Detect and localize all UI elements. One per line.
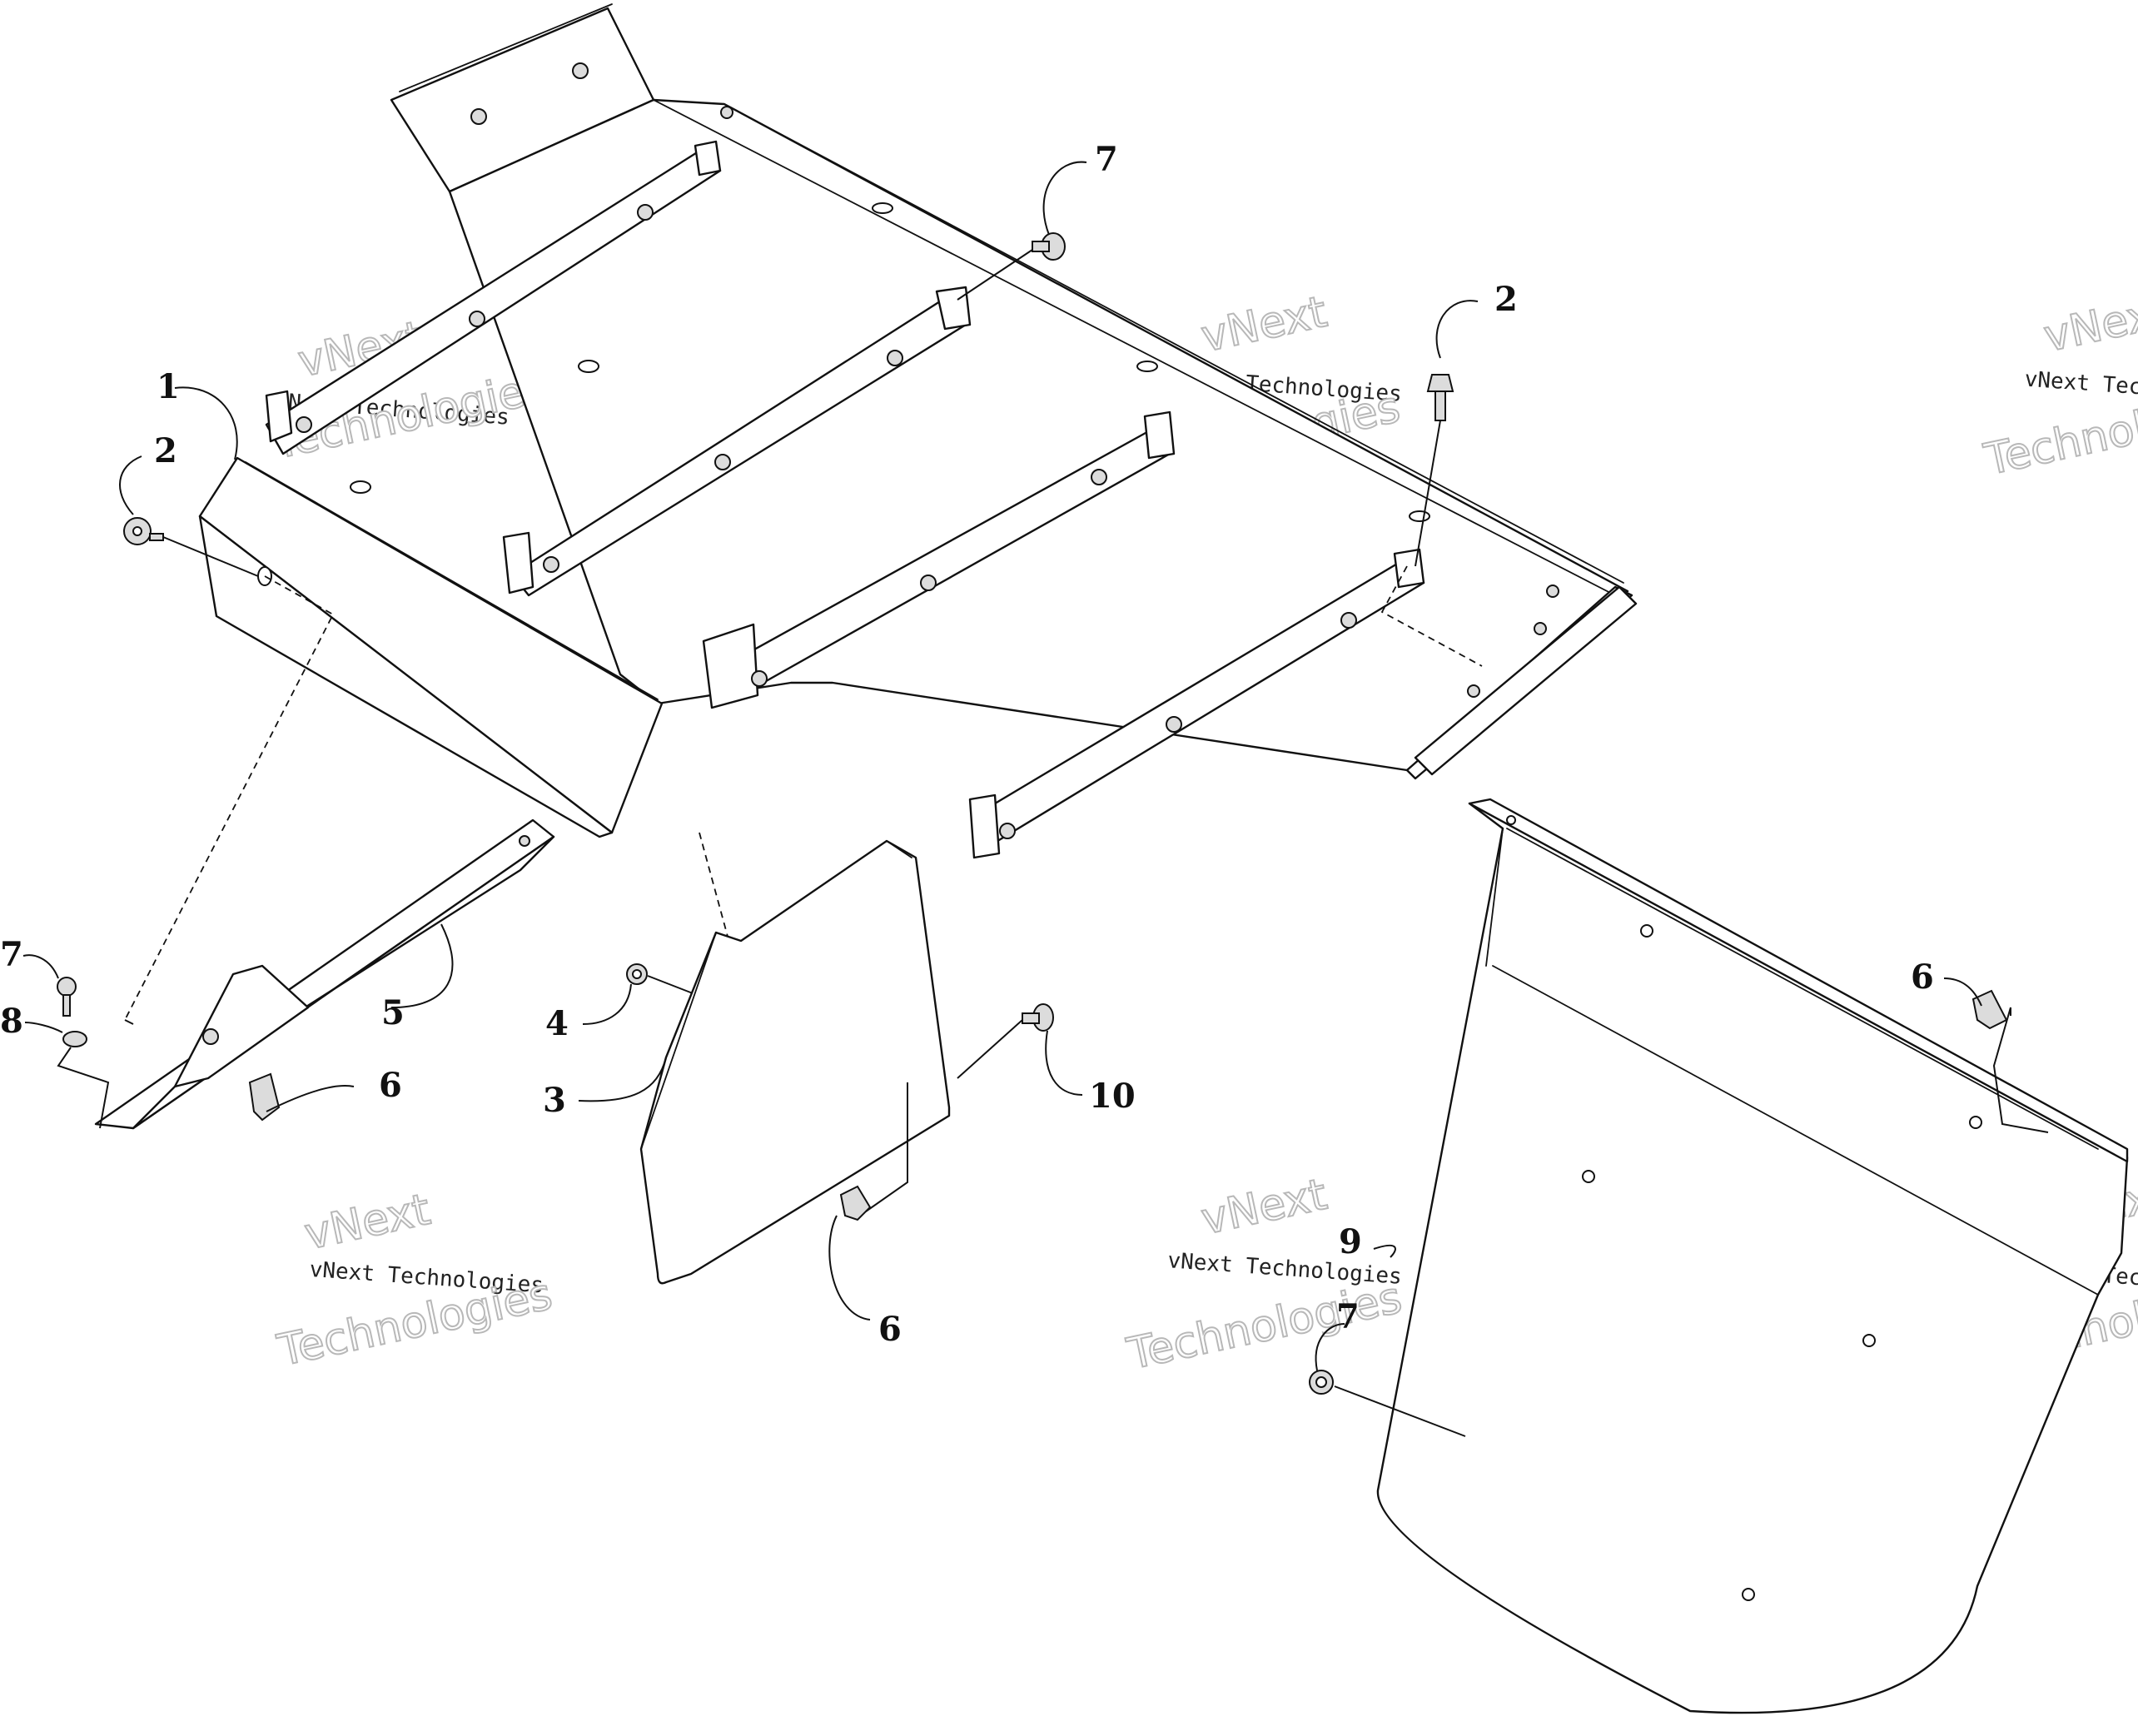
panel-3-body [639, 839, 951, 1285]
flap-9-top-lip [1468, 798, 2129, 1163]
bolt-7-right [1309, 1323, 1466, 1437]
watermark-text: vNext Technologies [2024, 367, 2138, 409]
watermark-vnext: vNext [1197, 287, 1331, 362]
watermark-vnext: vNext [301, 1185, 435, 1260]
watermark-vnext: vNext [2040, 287, 2138, 362]
callout-1: 1 [157, 367, 180, 406]
mud-flap-9 [1376, 798, 2129, 1714]
front-bracket [1414, 584, 1638, 776]
watermark-4: vNext vNext Technologies Technologies [272, 1184, 557, 1377]
cross-member-1 [265, 140, 722, 455]
flap-9-body [1376, 802, 2129, 1714]
callout-2-right: 2 [1494, 280, 1518, 319]
callout-10: 10 [1089, 1077, 1136, 1116]
bolt-4 [582, 963, 709, 1025]
callout-5: 5 [381, 993, 405, 1032]
bolt-7-top [957, 161, 1087, 301]
callout-6-center: 6 [878, 1310, 902, 1349]
callout-4: 4 [545, 1004, 569, 1043]
callout-2-left: 2 [154, 431, 177, 470]
side-bracket-5 [94, 818, 555, 1130]
cross-member-2 [502, 286, 972, 597]
bolt-2-right [1415, 300, 1479, 567]
dash-5 [124, 575, 335, 1021]
side-panel-3 [578, 839, 951, 1321]
bolt-7-left [22, 954, 77, 1017]
callout-6-left: 6 [379, 1066, 402, 1105]
callout-3: 3 [543, 1081, 566, 1120]
side-skirt-face [198, 515, 614, 838]
washer-2-left [119, 455, 259, 577]
leader-9 [1373, 1244, 1396, 1258]
watermark-technologies: Technologies [1123, 1273, 1406, 1380]
dash-right [1380, 565, 1483, 667]
callout-8: 8 [0, 1002, 23, 1041]
callout-6-right: 6 [1911, 958, 1934, 997]
watermark-3: vNext vNext Technologies Technologies [1979, 286, 2138, 486]
callout-7-top: 7 [1095, 140, 1118, 179]
callout-7-left: 7 [0, 935, 23, 974]
callout-7-right: 7 [1336, 1297, 1360, 1336]
callout-9: 9 [1339, 1222, 1362, 1261]
bolt-10 [957, 1003, 1083, 1096]
cross-member-3 [702, 410, 1176, 709]
washer-8-left [24, 1022, 110, 1129]
watermark-5: vNext vNext Technologies Technologies [1122, 1169, 1407, 1380]
leader-1 [174, 386, 238, 460]
watermark-vnext: vNext [1197, 1170, 1331, 1245]
